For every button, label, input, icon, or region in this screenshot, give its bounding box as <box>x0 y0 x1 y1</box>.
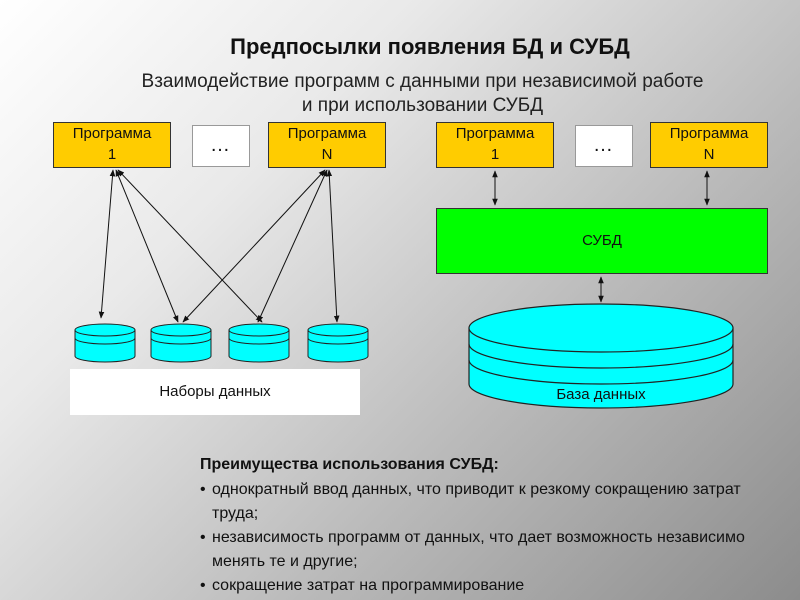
right-ellipsis-box: … <box>575 125 633 167</box>
left-program-n-label: Программа <box>287 125 367 142</box>
subtitle-line-1: Взаимодействие программ с данными при не… <box>141 71 704 92</box>
arrow-pn-set2 <box>182 169 326 323</box>
advantages-list: однократный ввод данных, что приводит к … <box>200 478 760 598</box>
dataset-cylinder-4 <box>307 323 369 363</box>
right-arrows <box>492 170 710 303</box>
left-ellipsis-box: … <box>192 125 250 167</box>
dataset-cylinder-2 <box>150 323 212 363</box>
arrow-p1-set3 <box>117 169 263 323</box>
datasets-label-box: Наборы данных <box>70 369 360 415</box>
page-title: Предпосылки появления БД и СУБД <box>230 34 630 59</box>
dbms-box: СУБД <box>436 208 768 274</box>
left-program-1-box: Программа 1 <box>53 122 171 168</box>
right-program-n-label: Программа <box>669 125 749 142</box>
arrow-pn-set3 <box>257 169 328 323</box>
left-arrows <box>98 169 340 323</box>
dataset-cylinders <box>74 323 369 363</box>
right-program-n-box: Программа N <box>650 122 768 168</box>
left-program-n-number: N <box>321 146 333 163</box>
left-program-1-label: Программа <box>72 125 152 142</box>
advantage-item-2: независимость программ от данных, что да… <box>200 526 760 574</box>
database-label: База данных <box>556 386 646 403</box>
advantage-item-3: сокращение затрат на программирование <box>200 574 760 598</box>
dataset-cylinder-1 <box>74 323 136 363</box>
subtitle-line-2: и при использовании СУБД <box>301 95 544 116</box>
dataset-cylinder-3 <box>228 323 290 363</box>
right-program-1-number: 1 <box>490 146 500 163</box>
arrow-pn-set4 <box>326 169 340 323</box>
arrow-p1-set2 <box>115 169 179 323</box>
right-program-n-number: N <box>703 146 715 163</box>
arrow-p1-set1 <box>98 169 116 319</box>
advantages-heading: Преимущества использования СУБД: <box>200 456 499 473</box>
right-program-1-box: Программа 1 <box>436 122 554 168</box>
database-cylinder <box>468 303 734 409</box>
right-program-1-label: Программа <box>455 125 535 142</box>
advantage-item-1: однократный ввод данных, что приводит к … <box>200 478 760 526</box>
left-program-1-number: 1 <box>107 146 117 163</box>
left-program-n-box: Программа N <box>268 122 386 168</box>
subtitle: Взаимодействие программ с данными при не… <box>0 70 800 118</box>
